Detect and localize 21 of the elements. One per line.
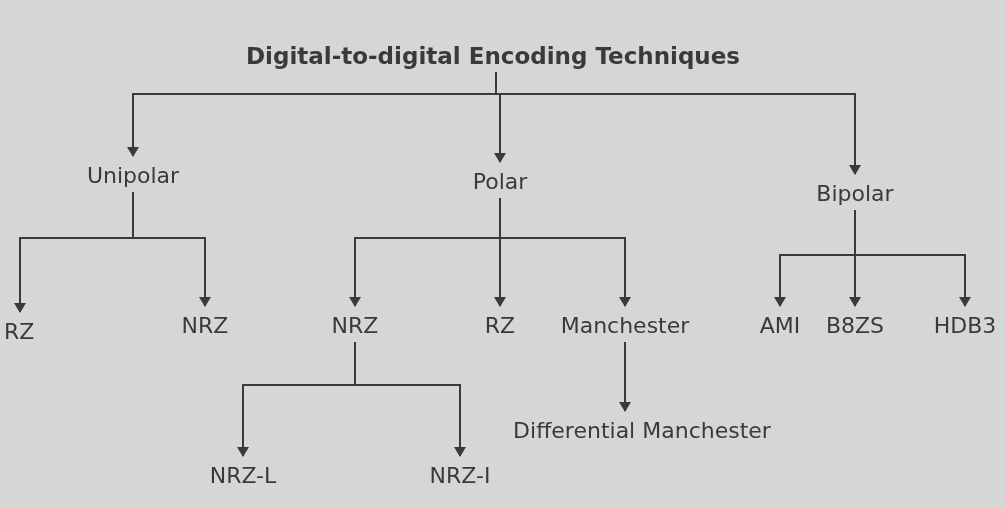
arrow [354,341,466,457]
category-label: NRZ-L [209,462,277,490]
category-label: RZ [484,312,516,340]
arrow [495,71,861,175]
category-label: Polar [472,168,528,196]
category-label: Bipolar [816,180,894,208]
category-label: Unipolar [86,162,180,190]
category-label: B8ZS [825,312,885,340]
category-label: NRZ [331,312,379,340]
arrow [619,341,631,412]
category-label: RZ [4,318,35,346]
arrow [854,209,971,307]
arrow [132,191,211,307]
category-label: AMI [759,312,801,340]
diagram-title: Digital-to-digital Encoding Techniques [245,42,741,70]
category-label: Manchester [560,312,690,340]
category-label: HDB3 [933,312,997,340]
category-label: NRZ-I [429,462,491,490]
category-label: NRZ [181,312,229,340]
arrow [499,197,631,307]
category-label: Differential Manchester [513,417,771,445]
